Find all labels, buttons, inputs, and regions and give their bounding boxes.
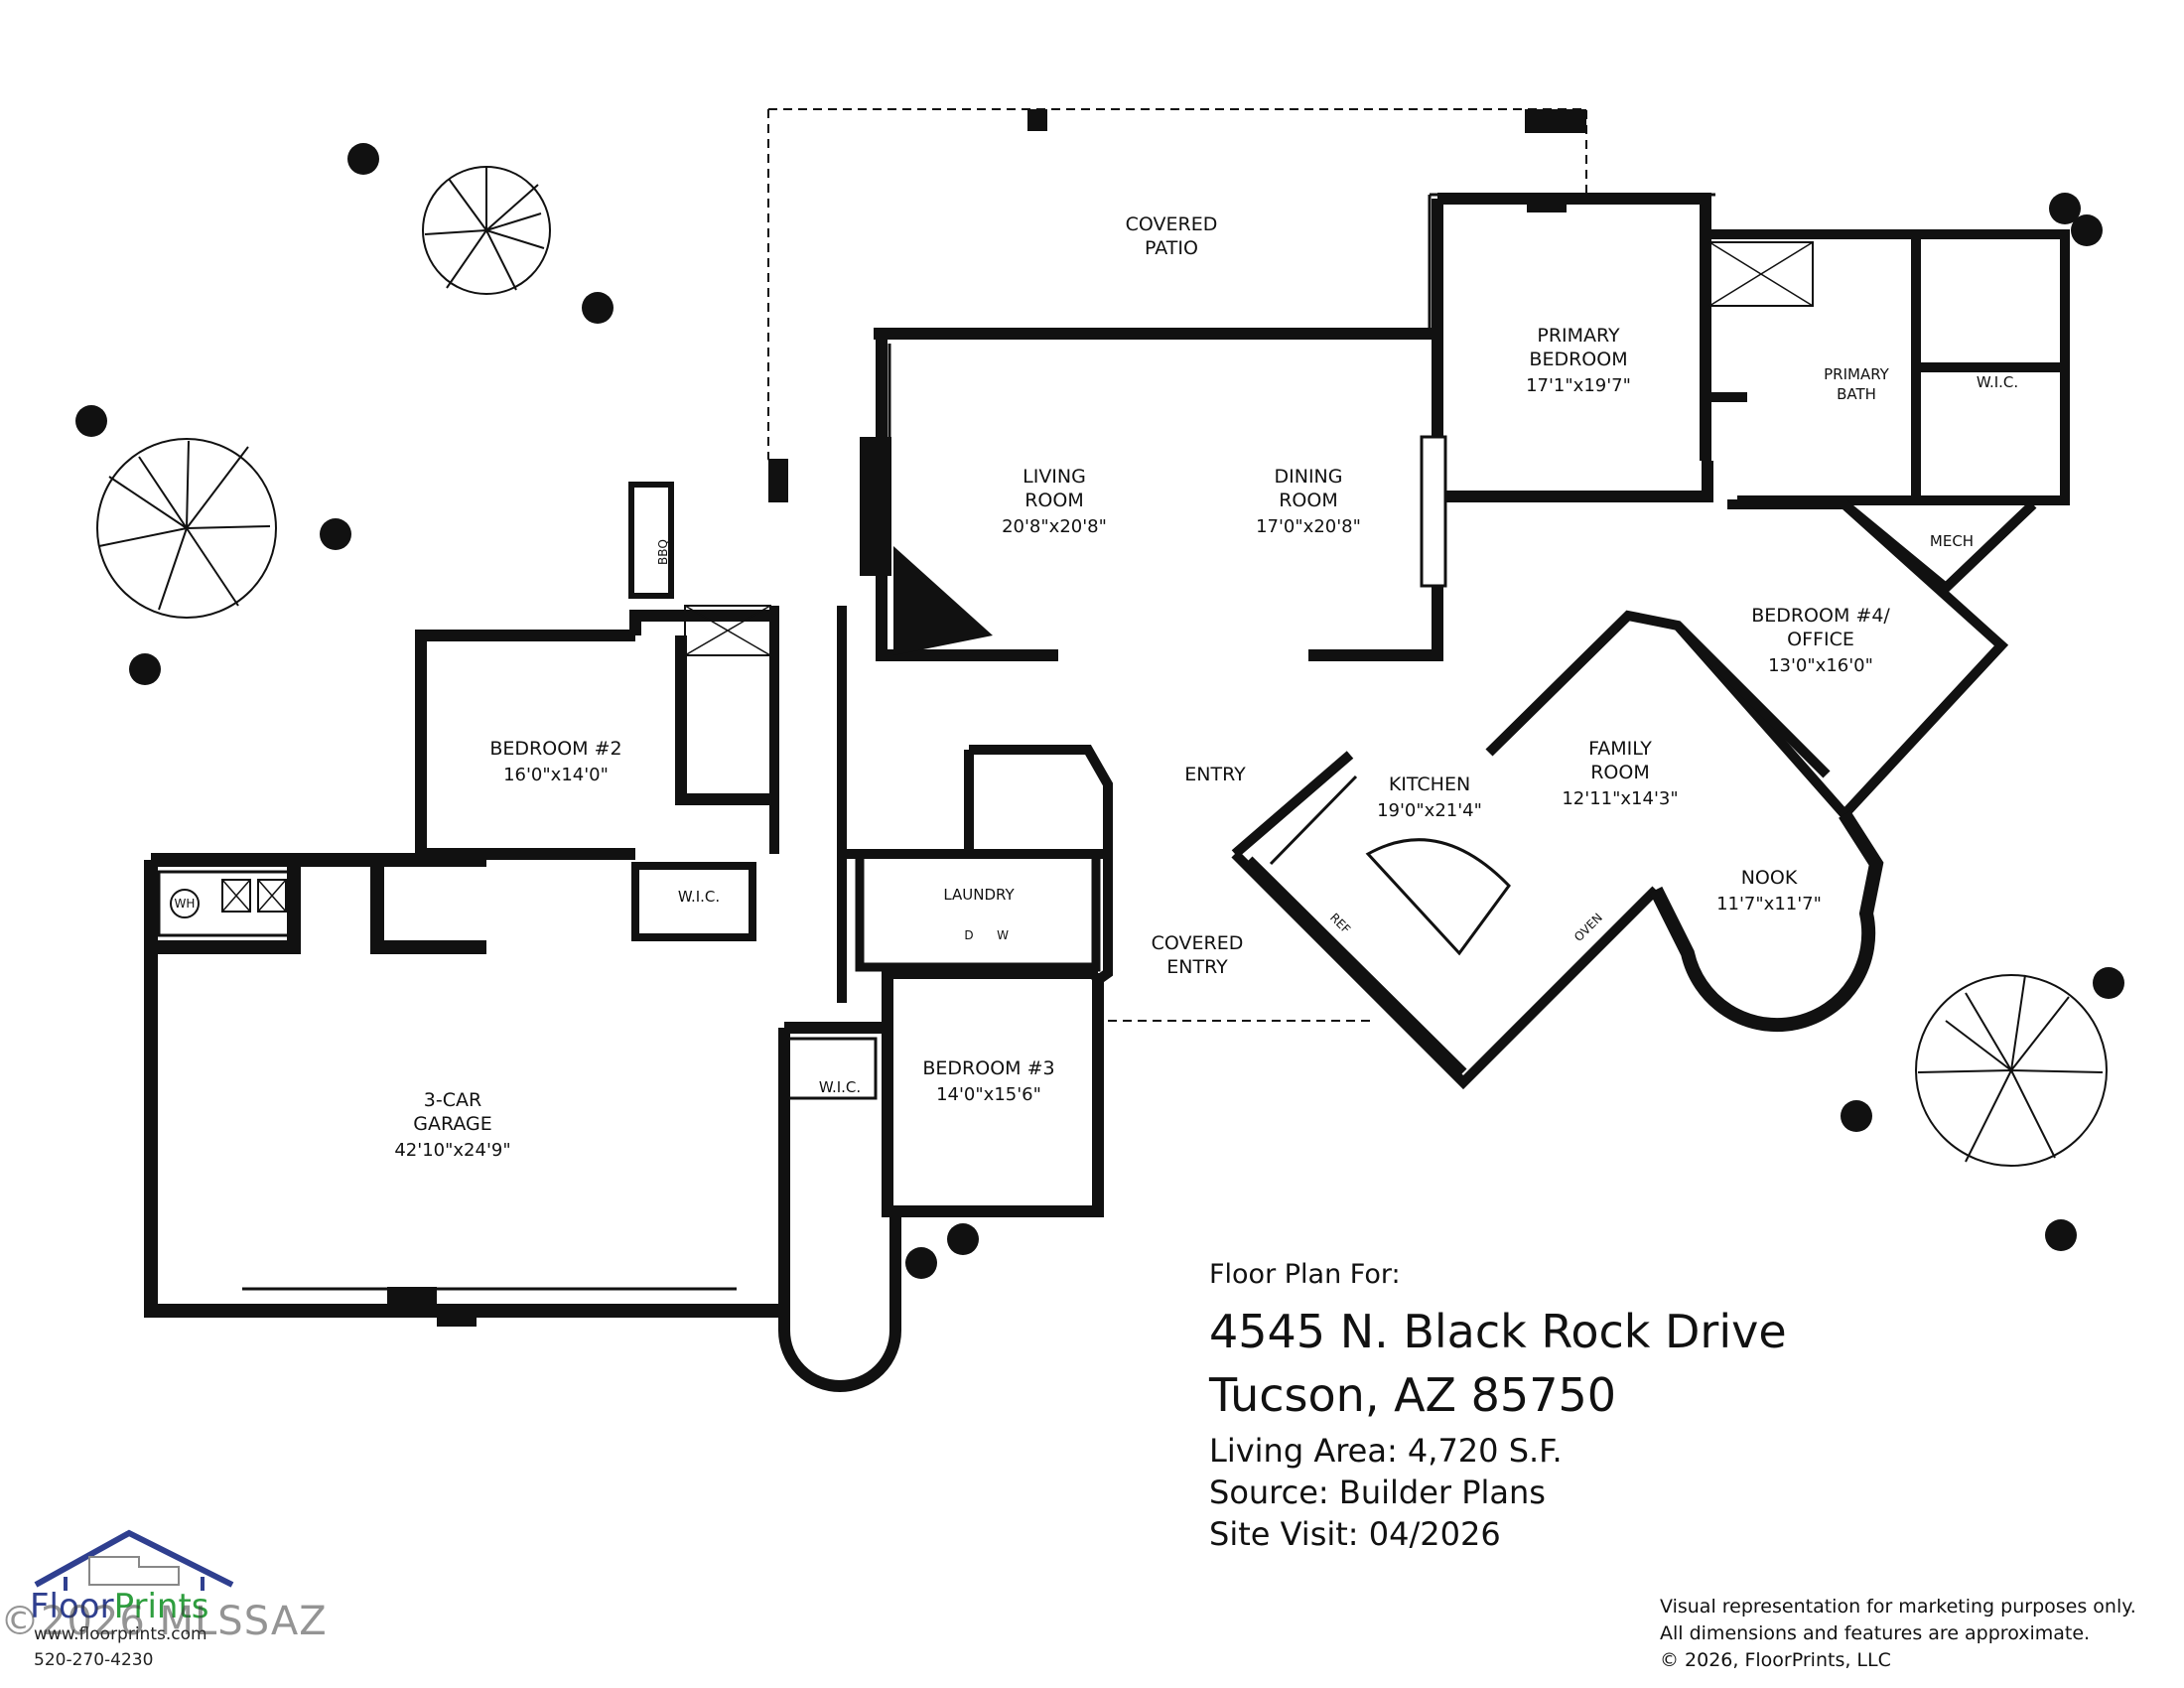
floor-plan-heading: Floor Plan For: xyxy=(1209,1259,1401,1290)
house-outline-icon xyxy=(34,1529,234,1591)
logo-word-prints: Prints xyxy=(113,1587,209,1626)
bedroom4-label-2: OFFICE xyxy=(1787,629,1854,650)
primary-bath-walls xyxy=(1706,229,2070,505)
bedroom3-walls xyxy=(784,967,1104,1217)
kitchen-label: KITCHEN xyxy=(1389,774,1470,795)
family-room-label-2: ROOM xyxy=(1590,762,1650,783)
disclaimer-line-3: © 2026, FloorPrints, LLC xyxy=(1660,1649,1891,1671)
covered-entry-label-2: ENTRY xyxy=(1166,956,1228,978)
garage-label-1: 3-CAR xyxy=(424,1089,481,1111)
bedroom3-dims: 14'0"x15'6" xyxy=(936,1084,1041,1105)
bedroom4-label-1: BEDROOM #4/ xyxy=(1751,605,1890,627)
bedroom3-label: BEDROOM #3 xyxy=(922,1057,1054,1079)
logo-phone: 520-270-4230 xyxy=(34,1650,154,1670)
disclaimer-line-1: Visual representation for marketing purp… xyxy=(1660,1596,2136,1618)
patio-post xyxy=(1525,109,1586,133)
refrigerator-label: REF xyxy=(1327,911,1353,936)
patio-post xyxy=(1027,109,1047,131)
primary-bath-label-2: BATH xyxy=(1837,385,1876,403)
covered-patio-label-2: PATIO xyxy=(1145,237,1198,259)
dryer-label: D xyxy=(964,928,973,942)
mls-watermark: ©2026 MLSSAZ xyxy=(0,1599,328,1644)
washer-label: W xyxy=(997,928,1009,942)
family-room-walls xyxy=(1485,610,1831,778)
tree-icon xyxy=(1915,974,2108,1167)
covered-entry-label-1: COVERED xyxy=(1152,932,1244,954)
nook-curve xyxy=(1649,810,1884,1033)
bedroom2-label: BEDROOM #2 xyxy=(489,738,621,760)
covered-patio-label-1: COVERED xyxy=(1126,213,1218,235)
logo-website: www.floorprints.com xyxy=(34,1624,207,1644)
round-tower xyxy=(778,1211,901,1392)
primary-bedroom-walls xyxy=(1432,193,1713,502)
laundry-walls xyxy=(855,849,1101,972)
nook-dims: 11'7"x11'7" xyxy=(1716,894,1822,914)
dining-room-label-1: DINING xyxy=(1275,466,1343,488)
living-area: Living Area: 4,720 S.F. xyxy=(1209,1432,1563,1470)
garage-label-2: GARAGE xyxy=(413,1113,492,1135)
family-room-label-1: FAMILY xyxy=(1588,738,1652,760)
bedroom2-wic-label: W.I.C. xyxy=(678,888,720,906)
garage-walls xyxy=(144,853,784,1318)
nook-label: NOOK xyxy=(1741,867,1798,889)
water-heater-label: WH xyxy=(175,897,196,911)
laundry-label: LAUNDRY xyxy=(943,886,1015,904)
address-line-2: Tucson, AZ 85750 xyxy=(1209,1368,1617,1422)
address-line-1: 4545 N. Black Rock Drive xyxy=(1209,1305,1787,1358)
living-room-label-1: LIVING xyxy=(1023,466,1086,488)
logo-wordmark: FloorPrints xyxy=(30,1587,209,1626)
logo-word-floor: Floor xyxy=(30,1587,114,1626)
bedroom4-walls xyxy=(1674,499,2037,822)
shrub-icon xyxy=(75,143,2124,1279)
half-bath-walls xyxy=(964,745,1113,854)
site-visit: Site Visit: 04/2026 xyxy=(1209,1515,1501,1553)
living-room-label-2: ROOM xyxy=(1024,490,1084,511)
tree-icon xyxy=(422,166,551,295)
garage-dims: 42'10"x24'9" xyxy=(394,1140,510,1161)
plan-source: Source: Builder Plans xyxy=(1209,1474,1546,1511)
bedroom4-dims: 13'0"x16'0" xyxy=(1768,655,1873,676)
living-room-dims: 20'8"x20'8" xyxy=(1002,516,1107,537)
tree-icon xyxy=(96,438,277,619)
disclaimer-line-2: All dimensions and features are approxim… xyxy=(1660,1622,2091,1644)
mech-label: MECH xyxy=(1930,532,1974,550)
kitchen-walls xyxy=(1231,751,1660,1090)
covered-patio-outline xyxy=(767,108,1587,488)
primary-bedroom-dims: 17'1"x19'7" xyxy=(1526,375,1631,396)
hall-walls xyxy=(769,606,1113,1003)
primary-wic-label: W.I.C. xyxy=(1977,373,2018,391)
bedroom2-walls xyxy=(415,610,774,860)
entry-label: ENTRY xyxy=(1184,764,1246,785)
bedroom2-dims: 16'0"x14'0" xyxy=(503,765,609,785)
kitchen-dims: 19'0"x21'4" xyxy=(1377,800,1482,821)
primary-bedroom-label-1: PRIMARY xyxy=(1537,325,1620,347)
dining-room-dims: 17'0"x20'8" xyxy=(1256,516,1361,537)
primary-bath-label-1: PRIMARY xyxy=(1824,365,1890,383)
patio-post xyxy=(768,459,788,502)
dining-room-label-2: ROOM xyxy=(1279,490,1338,511)
bedroom3-wic-label: W.I.C. xyxy=(819,1078,861,1096)
kitchen-island xyxy=(1365,838,1511,956)
family-room-dims: 12'11"x14'3" xyxy=(1562,788,1678,809)
bbq-label: BBQ xyxy=(656,539,670,565)
primary-bedroom-label-2: BEDROOM xyxy=(1529,349,1627,370)
